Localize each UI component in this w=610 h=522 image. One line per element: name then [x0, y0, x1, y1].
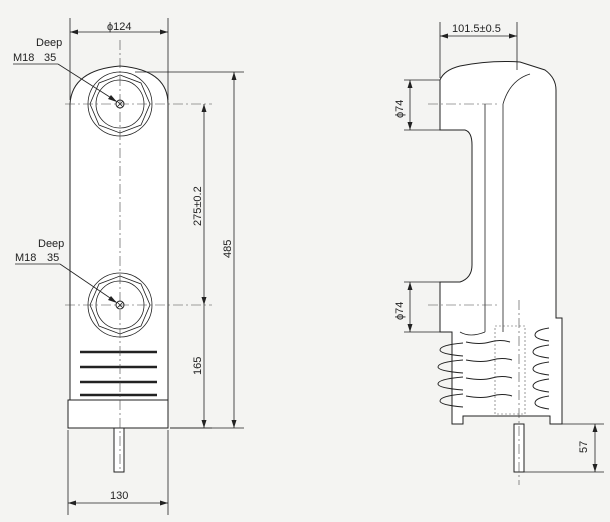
front-ribs — [80, 350, 157, 397]
dim-lower-height: 165 — [192, 357, 204, 375]
dim-top-offset: 101.5±0.5 — [452, 23, 501, 35]
dim-lower-diameter: ϕ74 — [394, 302, 406, 320]
inner-core — [494, 325, 526, 415]
side-fins — [437, 327, 550, 410]
upper-insert-depth: 35 — [44, 52, 56, 64]
front-view: ϕ124 130 485 275±0.2 165 Deep M18 35 — [13, 18, 244, 515]
front-base — [67, 399, 169, 429]
dim-bottom-width: 130 — [110, 490, 128, 502]
dim-overall-height: 485 — [222, 240, 234, 258]
side-body-outline — [439, 61, 563, 425]
upper-insert-thread: M18 — [13, 52, 34, 64]
dim-insert-spacing: 275±0.2 — [192, 186, 204, 226]
dim-upper-diameter: ϕ74 — [394, 100, 406, 118]
side-view: 101.5±0.5 ϕ74 ϕ74 57 — [394, 22, 604, 485]
dim-top-width: ϕ124 — [107, 21, 132, 33]
lower-insert-depth: 35 — [47, 252, 59, 264]
front-body-outline — [69, 65, 169, 401]
lower-insert-note: Deep — [38, 238, 64, 250]
lower-insert-thread: M18 — [15, 252, 36, 264]
dim-pin-length: 57 — [578, 441, 590, 453]
upper-insert-note: Deep — [36, 37, 62, 49]
front-pin — [113, 427, 125, 473]
